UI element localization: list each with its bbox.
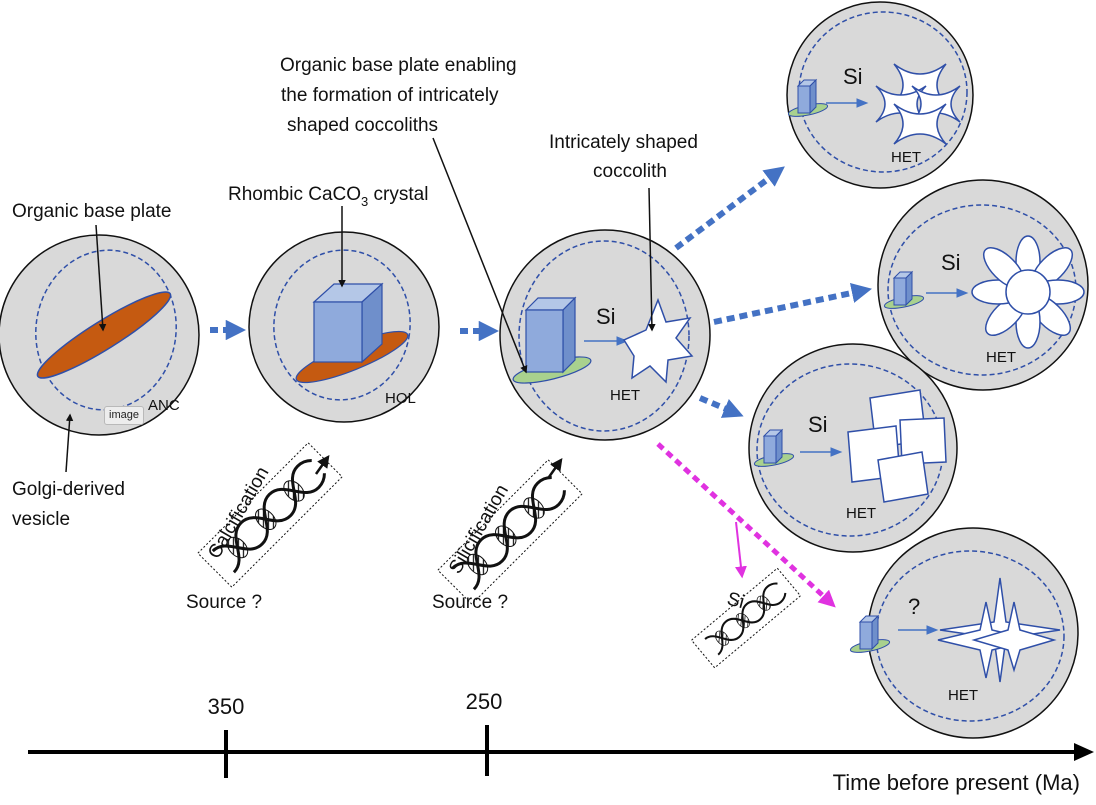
cell-het-branch-3: Si HET: [748, 343, 958, 553]
intricate-pointer: [648, 187, 656, 332]
si-label: Si: [808, 412, 828, 437]
branch-arrow-2: [713, 282, 872, 325]
intricate-coccolith: [622, 297, 694, 384]
base-plate-pointer: [95, 224, 107, 332]
tick-label-350: 350: [208, 694, 245, 719]
silicification-arrow: [547, 457, 563, 478]
intricate-line2: coccolith: [593, 161, 667, 182]
base-enabling-line3: shaped coccoliths: [287, 115, 438, 136]
question-label: ?: [908, 594, 920, 619]
crystal: [524, 296, 577, 374]
cell-het-branch-1: Si HET: [786, 1, 974, 189]
si-label: Si: [941, 250, 961, 275]
cell-het-branch-4: ? HET: [848, 527, 1079, 739]
rhombic-label: Rhombic CaCO3 crystal: [228, 184, 428, 209]
base-enabling-pointer: [432, 137, 528, 374]
cell-body: [499, 229, 711, 441]
organic-base-plate-shape: [36, 291, 172, 379]
rhombic-crystal: [312, 282, 384, 364]
het-label: HET: [948, 687, 978, 704]
golgi-pointer: [65, 413, 74, 473]
tick-label-250: 250: [466, 689, 503, 714]
coccolith-star: [937, 577, 1061, 683]
coccolith-flower: [971, 235, 1085, 349]
cell-het-branch-2: Si HET: [877, 179, 1089, 391]
cell-anc: ANC: [0, 234, 200, 436]
het-label: HET: [986, 349, 1016, 366]
magenta-si-arrow: [734, 521, 747, 579]
silicification-source: Source ?: [432, 592, 508, 613]
dna-helix-icon: [703, 579, 790, 656]
het-label: HET: [610, 387, 640, 404]
golgi-label-line2: vesicle: [12, 509, 70, 530]
anc-label: ANC: [148, 397, 180, 414]
golgi-vesicle: [518, 240, 690, 432]
het-label: HET: [846, 505, 876, 522]
golgi-vesicle: [273, 249, 411, 401]
branch-arrow-3: [698, 395, 744, 418]
coccolith-lobed: [875, 63, 961, 145]
si-label: Si: [843, 64, 863, 89]
calcification-arrow: [314, 454, 330, 475]
silicification-dna: Silicification Source ?: [432, 457, 583, 613]
si-dna-label: Si: [725, 589, 747, 614]
het-label: HET: [891, 149, 921, 166]
calcification-source: Source ?: [186, 592, 262, 613]
timeline: 350 250 Time before present (Ma): [28, 689, 1094, 795]
cell-hol: HOL: [248, 231, 440, 423]
si-dna: Si: [690, 567, 802, 669]
branch-arrow-1: [674, 166, 785, 251]
si-label: Si: [596, 304, 616, 329]
golgi-label-line1: Golgi-derived: [12, 479, 125, 500]
base-enabling-line1: Organic base plate enabling: [280, 55, 517, 76]
time-axis-arrowhead: [1074, 743, 1094, 761]
image-tag: image: [104, 406, 144, 425]
cell-het-central: Si HET: [499, 229, 711, 441]
base-enabling-line2: the formation of intricately: [281, 85, 499, 106]
time-axis-label: Time before present (Ma): [833, 770, 1080, 795]
intricate-line1: Intricately shaped: [549, 132, 698, 153]
branch-arrow-magenta: [656, 442, 836, 608]
coccolith-plates: [847, 389, 947, 503]
golgi-vesicle: [35, 249, 177, 411]
organic-base-plate-label: Organic base plate: [12, 201, 172, 222]
cell-body: [786, 1, 974, 189]
calcification-dna: Calcification Source ?: [186, 442, 343, 613]
hol-label: HOL: [385, 390, 416, 407]
